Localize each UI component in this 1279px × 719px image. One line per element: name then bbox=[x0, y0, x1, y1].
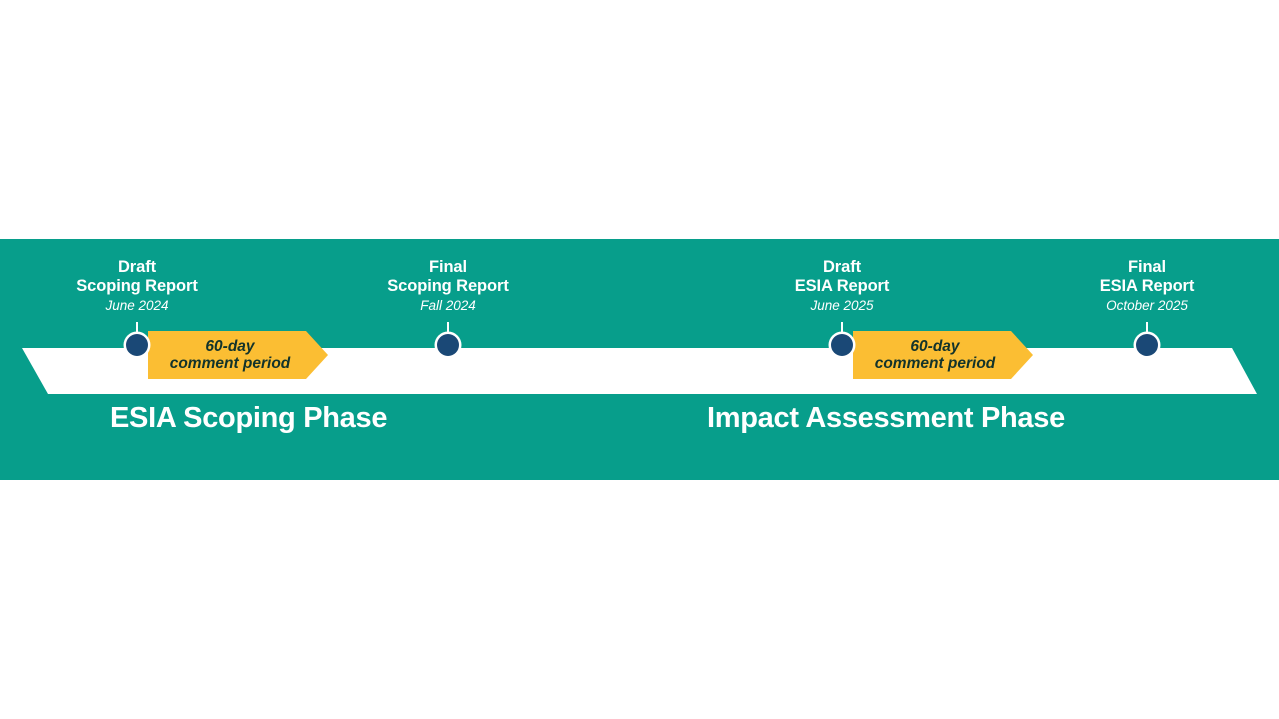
milestone-title: Draft Scoping Report bbox=[76, 258, 198, 296]
milestone-date: June 2025 bbox=[810, 298, 874, 314]
milestone-draft-esia-report: Draft ESIA Report June 2025 bbox=[712, 258, 972, 315]
milestone-title: Draft ESIA Report bbox=[794, 258, 890, 296]
milestone-draft-scoping-report: Draft Scoping Report June 2024 bbox=[7, 258, 267, 315]
milestone-dot-draft-esia-report bbox=[831, 334, 853, 356]
phase-title-impact-assessment: Impact Assessment Phase bbox=[707, 402, 1065, 434]
milestone-date: June 2024 bbox=[105, 298, 169, 314]
milestone-title: Final Scoping Report bbox=[387, 258, 509, 296]
milestone-stem-draft-esia-report bbox=[841, 322, 843, 338]
comment-period-label-2: 60-day comment period bbox=[874, 337, 996, 372]
milestone-dot-final-scoping-report bbox=[437, 334, 459, 356]
milestone-final-scoping-report: Final Scoping Report Fall 2024 bbox=[318, 258, 578, 315]
milestone-stem-final-esia-report bbox=[1146, 322, 1148, 338]
milestone-date: Fall 2024 bbox=[420, 298, 476, 314]
comment-period-label-1: 60-day comment period bbox=[169, 337, 291, 372]
milestone-final-esia-report: Final ESIA Report October 2025 bbox=[1017, 258, 1277, 315]
comment-period-badge-2: 60-day comment period bbox=[853, 331, 1033, 379]
milestone-date: October 2025 bbox=[1106, 298, 1188, 314]
milestone-stem-final-scoping-report bbox=[447, 322, 449, 338]
milestone-title: Final ESIA Report bbox=[1099, 258, 1195, 296]
milestone-dot-draft-scoping-report bbox=[126, 334, 148, 356]
comment-period-badge-1: 60-day comment period bbox=[148, 331, 328, 379]
milestone-stem-draft-scoping-report bbox=[136, 322, 138, 338]
phase-title-esia-scoping: ESIA Scoping Phase bbox=[110, 402, 388, 434]
milestone-dot-final-esia-report bbox=[1136, 334, 1158, 356]
